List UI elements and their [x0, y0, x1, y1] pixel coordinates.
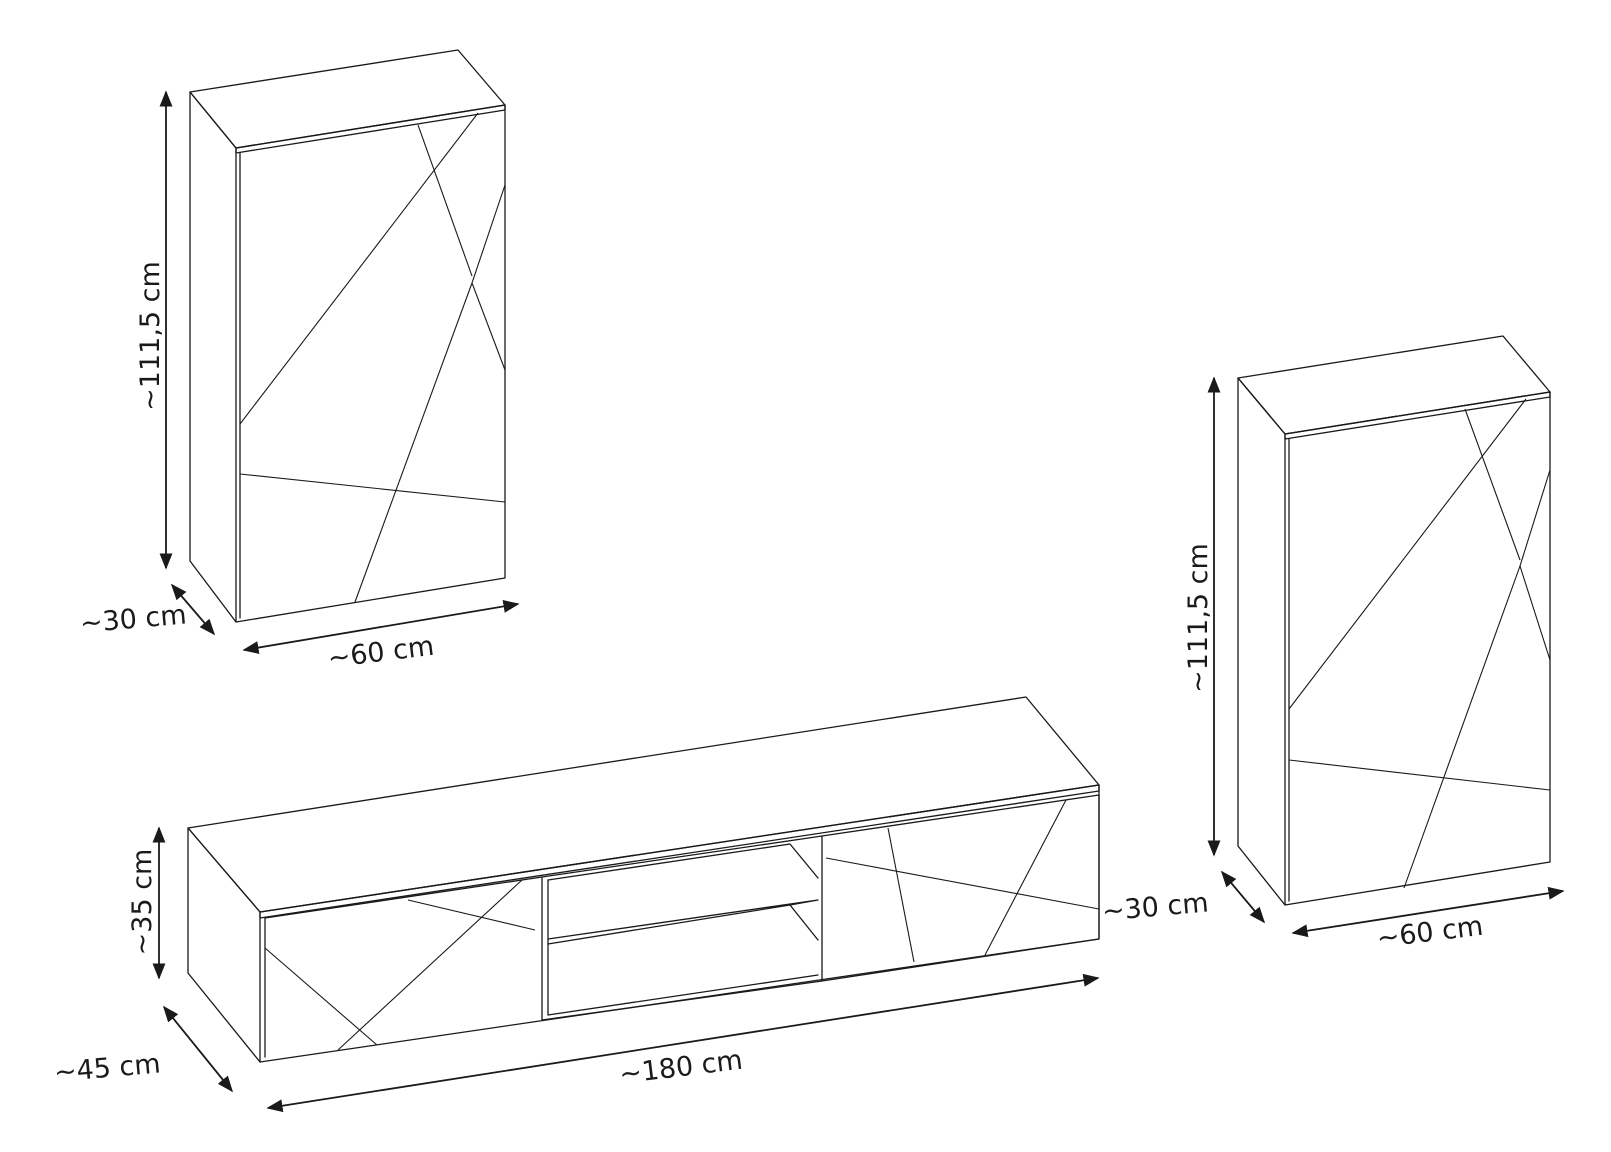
tv-depth-arrow	[162, 1005, 234, 1093]
left-depth-label: ~30 cm	[79, 599, 188, 639]
left-height-label: ~111,5 cm	[135, 261, 166, 411]
tv-stand	[187, 696, 1100, 1063]
right-depth-label: ~30 cm	[1101, 887, 1210, 927]
right-depth-arrow	[1220, 870, 1266, 924]
cabinet-left	[189, 49, 506, 623]
left-width-arrow	[242, 600, 520, 654]
cabinet-right	[1237, 335, 1551, 906]
tv-depth-label: ~45 cm	[53, 1048, 162, 1088]
right-height-label: ~111,5 cm	[1183, 543, 1214, 693]
tv-width-arrow	[266, 973, 1100, 1113]
left-width-label: ~60 cm	[326, 631, 436, 675]
tv-width-label: ~180 cm	[618, 1045, 745, 1091]
right-width-arrow	[1291, 886, 1565, 938]
tv-height-label: ~35 cm	[127, 849, 158, 956]
left-depth-arrow	[170, 583, 216, 636]
dimension-labels: ~111,5 cm ~30 cm ~60 cm ~111,5 cm ~30 cm…	[53, 261, 1485, 1090]
dimension-arrows	[152, 90, 1565, 1113]
